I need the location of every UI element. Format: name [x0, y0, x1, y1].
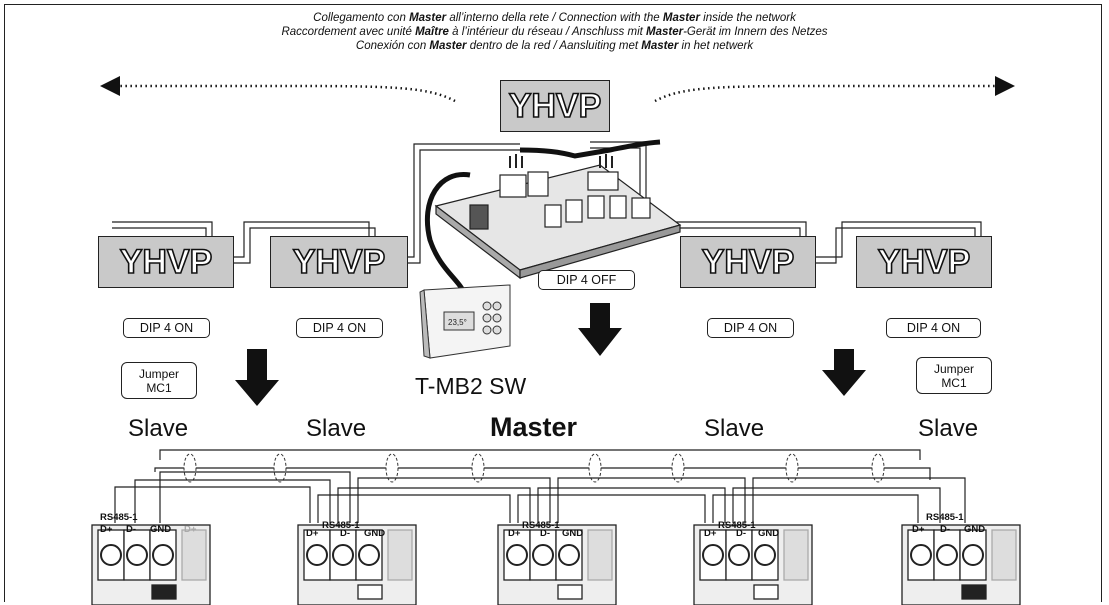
bus-shields	[183, 453, 885, 483]
header-line-2: Raccordement avec unité Maître à l’intér…	[281, 26, 828, 38]
bus-cable	[154, 449, 931, 480]
terminal-blocks	[91, 524, 1021, 605]
dip-label-1: DIP 4 ON	[123, 318, 210, 338]
board-cables	[424, 139, 661, 296]
header-line-3: Conexión con Master dentro de la red / A…	[355, 40, 754, 52]
upper-wiring	[112, 141, 982, 264]
unit-1: YHVP	[98, 236, 234, 288]
diagram-frame	[4, 4, 1102, 602]
pin-label-dminus: D-	[540, 528, 551, 539]
tmb2-controller	[419, 284, 511, 359]
pin-label-gnd: GND	[964, 524, 986, 535]
pin-label-dplus: D+	[704, 528, 717, 539]
bus-label: RS485-1	[718, 520, 756, 531]
unit-top: YHVP	[500, 80, 610, 132]
pin-label-dplus: D+	[912, 524, 925, 535]
pin-label-gnd: GND	[562, 528, 584, 539]
pin-label-dplus: D+	[508, 528, 521, 539]
role-label-master: Master	[490, 412, 578, 442]
dip-label-3: DIP 4 ON	[707, 318, 794, 338]
control-board	[434, 154, 682, 280]
network-arrow-left	[100, 76, 456, 103]
role-label-1: Slave	[128, 415, 189, 442]
role-label-5: Slave	[918, 415, 979, 442]
role-label-2: Slave	[306, 415, 367, 442]
pin-label-gnd: GND	[758, 528, 780, 539]
bus-label: RS485-1	[926, 512, 964, 523]
pin-label-dminus: D-	[126, 524, 137, 535]
bus-wires	[114, 471, 966, 523]
unit-3: YHVP	[680, 236, 816, 288]
pin-label-dminus: D-	[340, 528, 351, 539]
header-line-1: Collegamento con Master all’interno dell…	[313, 12, 796, 24]
dip-label-master: DIP 4 OFF	[538, 270, 635, 290]
role-label-4: Slave	[704, 415, 765, 442]
pin-label-dplus: D+	[100, 524, 113, 535]
unit-4: YHVP	[856, 236, 992, 288]
pin-label-dminus: D-	[940, 524, 951, 535]
bus-label: RS485-1	[522, 520, 560, 531]
network-arrow-right	[654, 76, 1015, 103]
pin-label-gnd: GND	[150, 524, 172, 535]
pin-label-dminus: D-	[736, 528, 747, 539]
pin-label-gnd: GND	[364, 528, 386, 539]
bus-label: RS485-1	[100, 512, 138, 523]
pin-label-dplus: D+	[306, 528, 319, 539]
bus-label: RS485-1	[322, 520, 360, 531]
dip-label-4: DIP 4 ON	[886, 318, 981, 338]
controller-display: 23,5°	[448, 318, 467, 327]
role-arrows	[235, 303, 866, 406]
pin-label-next: D+	[184, 524, 197, 535]
controller-label: T-MB2 SW	[415, 373, 527, 399]
unit-2: YHVP	[270, 236, 408, 288]
dip-label-2: DIP 4 ON	[296, 318, 383, 338]
